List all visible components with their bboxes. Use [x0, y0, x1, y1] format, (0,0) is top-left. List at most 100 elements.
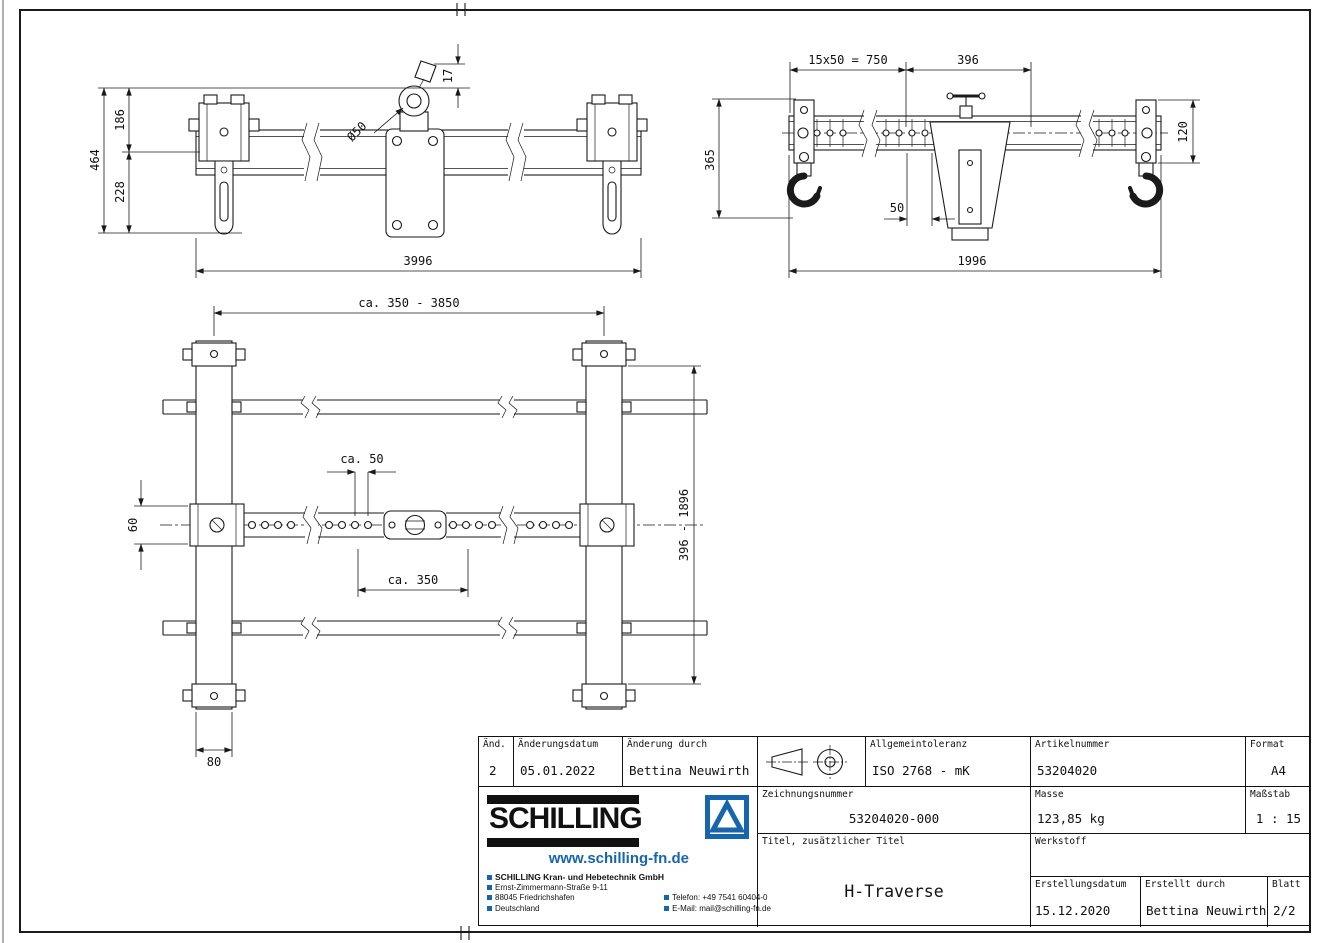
title-label: Titel, zusätzlicher Titel: [762, 836, 905, 847]
dim-beam-width: 80: [207, 755, 221, 769]
revision-label: Änd.: [483, 739, 506, 750]
creation-date-value: 15.12.2020: [1035, 903, 1111, 918]
projection-symbol-cell: [758, 737, 866, 787]
tolerance-label: Allgemeintoleranz: [870, 739, 968, 750]
revision-by-cell: Änderung durch Bettina Neuwirth: [623, 737, 758, 787]
mass-cell: Masse 123,85 kg: [1031, 787, 1246, 834]
address-city: 88045 Friedrichshafen: [487, 893, 664, 904]
logo-wordmark: SCHILLING: [489, 802, 643, 835]
dim-trolley-range: ca. 350 - 3850: [358, 296, 459, 310]
company-name: SCHILLING Kran- und Hebetechnik GmbH: [487, 872, 664, 883]
schilling-logo: SCHILLING: [487, 795, 749, 847]
title-cell: Titel, zusätzlicher Titel H-Traverse: [758, 834, 1031, 927]
tolerance-value: ISO 2768 - mK: [872, 763, 970, 778]
side-view: 15x50 = 750 396 365 120 50 1996: [703, 53, 1200, 278]
scale-label: Maßstab: [1250, 789, 1291, 800]
bullet-icon: [664, 895, 670, 900]
logo-cell: SCHILLING www.schilling-fn.de SCHILLING …: [479, 787, 771, 927]
created-by-cell: Erstellt durch Bettina Neuwirth: [1141, 877, 1268, 927]
drawing-number-cell: Zeichnungsnummer 53204020-000: [758, 787, 1031, 834]
side-view-dimensions: 15x50 = 750 396 365 120 50 1996: [703, 53, 1200, 278]
trolley-left: [188, 94, 260, 235]
bullet-icon: [487, 895, 492, 900]
address-street: Ernst-Zimmermann-Straße 9-11: [487, 883, 664, 894]
trolley-right: [576, 94, 648, 235]
sheet-number-cell: Blatt 2/2: [1268, 877, 1311, 927]
article-number-cell: Artikelnummer 53204020: [1031, 737, 1246, 787]
center-bracket: [929, 92, 1011, 241]
bullet-icon: [487, 905, 492, 911]
front-view-dimensions: 464 186 228 3996 17 Ø50: [88, 44, 642, 278]
logo-triangle-icon: [705, 795, 749, 839]
tolerance-cell: Allgemeintoleranz ISO 2768 - mK: [866, 737, 1031, 787]
dim-side-height: 365: [703, 149, 717, 171]
top-view-dimensions: ca. 350 - 3850 ca. 50 ca. 350 60 396 - 1…: [126, 296, 701, 769]
dim-lower-height: 228: [113, 181, 127, 203]
revision-date-label: Änderungsdatum: [518, 739, 599, 750]
mass-value: 123,85 kg: [1037, 811, 1105, 826]
dim-hole-pitch: ca. 50: [340, 452, 383, 466]
dim-hole-pattern: 15x50 = 750: [808, 53, 887, 67]
revision-by-value: Bettina Neuwirth: [629, 763, 750, 778]
title-block: Änd. 2 Änderungsdatum 05.01.2022 Änderun…: [478, 736, 1311, 927]
projection-symbol-icon: [766, 745, 847, 779]
email-line[interactable]: E-Mail: mail@schilling-fn.de: [664, 904, 771, 915]
article-number-label: Artikelnummer: [1035, 739, 1110, 750]
center-strip: [244, 505, 580, 545]
revision-cell: Änd. 2: [479, 737, 514, 787]
clamp-left: [189, 503, 245, 547]
creation-date-label: Erstellungsdatum: [1035, 879, 1127, 890]
bullet-icon: [487, 884, 492, 890]
revision-date-value: 05.01.2022: [520, 763, 596, 778]
dim-eye-to-end: 396: [957, 53, 979, 67]
scale-value: 1 : 15: [1255, 811, 1302, 826]
dim-overall-width-side: 1996: [958, 254, 987, 268]
dim-beam-spacing-range: 396 - 1896: [677, 489, 691, 561]
mass-label: Masse: [1035, 789, 1064, 800]
dim-end-height: 120: [1176, 121, 1190, 143]
dim-crossbar-width: 60: [126, 518, 140, 532]
website-link[interactable]: www.schilling-fn.de: [548, 850, 689, 867]
dim-overall-width-front: 3996: [404, 254, 433, 268]
format-label: Format: [1250, 739, 1285, 750]
front-view: 464 186 228 3996 17 Ø50: [88, 44, 648, 278]
dim-center-gap: 50: [890, 201, 904, 215]
dim-total-height: 464: [88, 149, 102, 171]
creation-date-cell: Erstellungsdatum 15.12.2020: [1031, 877, 1141, 927]
eye-pin: [414, 60, 437, 83]
format-value: A4: [1270, 763, 1287, 778]
address-country: Deutschland: [487, 904, 664, 915]
drawing-number-value: 53204020-000: [848, 811, 940, 826]
phone-line: Telefon: +49 7541 60404-0: [664, 893, 771, 904]
revision-date-cell: Änderungsdatum 05.01.2022: [514, 737, 623, 787]
company-address: SCHILLING Kran- und Hebetechnik GmbH Ern…: [487, 872, 771, 915]
central-suspension: [385, 60, 445, 238]
material-label: Werkstoff: [1035, 836, 1087, 847]
bullet-icon: [664, 905, 670, 911]
sheet-number-value: 2/2: [1273, 903, 1296, 918]
dim-eye-offset: 17: [441, 69, 455, 83]
page-title: H-Traverse: [844, 882, 944, 901]
dim-upper-height: 186: [113, 109, 127, 131]
revision-value: 2: [489, 763, 497, 778]
article-number-value: 53204020: [1037, 763, 1098, 778]
logo-bar-top: [487, 795, 639, 804]
created-by-value: Bettina Neuwirth: [1146, 903, 1267, 918]
drawing-number-label: Zeichnungsnummer: [762, 789, 854, 800]
top-view: ca. 350 - 3850 ca. 50 ca. 350 60 396 - 1…: [126, 296, 708, 769]
logo-bar-bottom: [487, 838, 639, 847]
bullet-icon: [487, 875, 492, 880]
revision-by-label: Änderung durch: [627, 739, 708, 750]
material-cell: Werkstoff: [1031, 834, 1311, 877]
break-line: [301, 122, 311, 182]
scale-cell: Maßstab 1 : 15: [1246, 787, 1311, 834]
sheet-number-label: Blatt: [1272, 879, 1301, 890]
dim-eye-diameter: Ø50: [344, 119, 369, 144]
hole-pattern: [813, 119, 1129, 147]
clamp-right: [579, 503, 635, 547]
created-by-label: Erstellt durch: [1145, 879, 1226, 890]
format-cell: Format A4: [1246, 737, 1311, 787]
